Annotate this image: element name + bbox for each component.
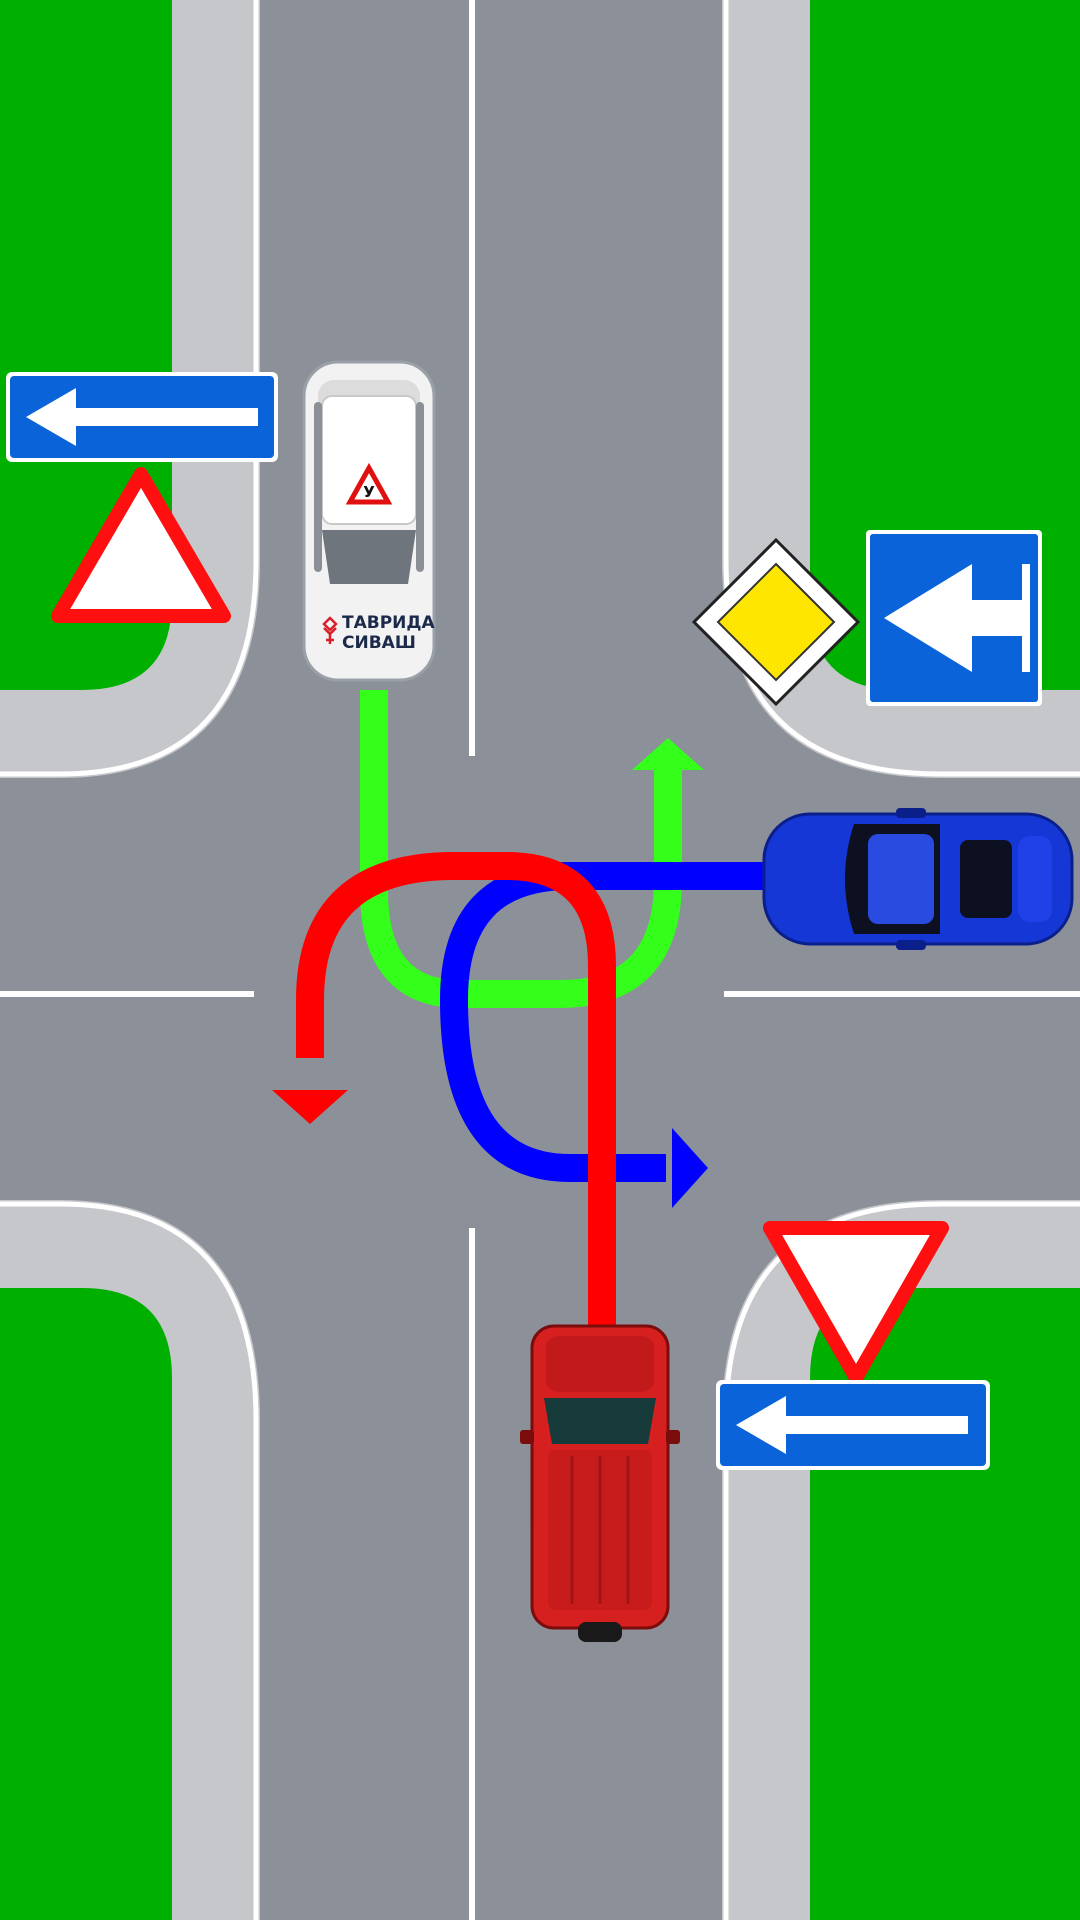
- green-arrowhead: [632, 738, 704, 770]
- one-way-road-arrow-left-bottom-icon: [716, 1380, 990, 1470]
- red-suv: [520, 1324, 680, 1642]
- red-arrowhead: [272, 1090, 348, 1124]
- learner-car: У ТАВРИДА СИВАШ: [302, 360, 436, 682]
- green-path: [360, 690, 704, 1008]
- brand-line2: СИВАШ: [342, 633, 416, 653]
- priority-road-diamond-icon: [691, 537, 861, 707]
- blue-car: [762, 808, 1074, 950]
- learner-badge-letter: У: [363, 483, 375, 501]
- blue-arrowhead: [672, 1128, 708, 1208]
- one-way-road-arrow-left-icon: [6, 372, 278, 462]
- brand-line1: ТАВРИДА: [342, 613, 436, 633]
- dead-end-arrow-left-icon: [866, 530, 1042, 706]
- brand-logo-icon: [322, 616, 338, 644]
- yield-triangle-icon: [763, 1221, 949, 1385]
- warning-triangle-icon: [51, 467, 231, 623]
- blue-path: [439, 862, 766, 1208]
- red-path: [272, 852, 616, 1336]
- learner-badge-triangle: [345, 462, 393, 505]
